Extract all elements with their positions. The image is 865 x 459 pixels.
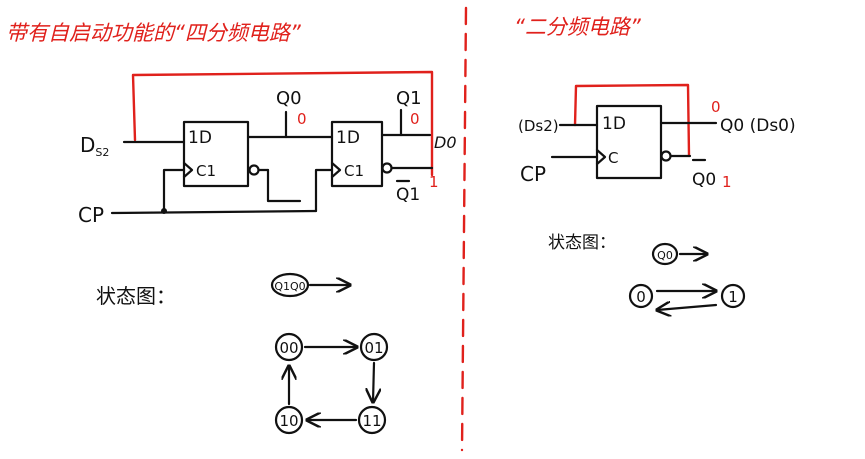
feedback-loop-wire xyxy=(131,70,434,177)
right-feedback-loop-wire xyxy=(573,83,691,157)
svg-text:01: 01 xyxy=(364,339,383,357)
flipflop-right xyxy=(595,104,663,180)
ff1-inverted-output xyxy=(248,164,260,176)
ff2-d-label: 1D xyxy=(336,128,360,148)
transition-01-11 xyxy=(373,361,374,402)
q0-label-right: Q0 (Ds0) xyxy=(720,116,796,136)
svg-text:11: 11 xyxy=(362,412,381,430)
ff-right-clock-triangle xyxy=(595,148,607,166)
cp-junction xyxy=(161,208,167,214)
cp-label-left: CP xyxy=(78,203,104,227)
state-node-11: 11 xyxy=(357,405,387,435)
ff2-clock-triangle xyxy=(330,161,342,179)
ff2-c-label: C1 xyxy=(344,162,364,180)
cp-branch-ff1 xyxy=(162,168,186,213)
q0n-value-right: 1 xyxy=(722,173,732,191)
q0-label: Q0 xyxy=(276,88,302,109)
legend-state-left xyxy=(270,272,310,298)
cp-wire-left xyxy=(110,209,318,215)
ff1-d-label: 1D xyxy=(188,128,212,148)
transition-1-0 xyxy=(657,305,718,310)
ff2-inverted-output xyxy=(381,162,393,174)
ff1-clock-triangle xyxy=(182,161,194,179)
state-node-1: 1 xyxy=(720,283,746,309)
q0-value-right: 0 xyxy=(711,98,721,116)
state-node-0: 0 xyxy=(628,283,654,309)
ff-right-inverted-output xyxy=(660,150,672,162)
state-node-00: 00 xyxy=(274,332,304,362)
q1-label: Q1 xyxy=(396,88,422,109)
ff-right-d-label: 1D xyxy=(602,114,626,134)
q0n-label-right: Q0 xyxy=(692,170,716,190)
right-title: “二分频电路” xyxy=(514,15,642,39)
page-divider xyxy=(460,6,468,452)
q1n-value: 1 xyxy=(429,173,439,191)
ff-right-c-label: C xyxy=(608,149,618,167)
legend-state-text-right: Q0 xyxy=(657,249,673,262)
state-diagram-label-right: 状态图： xyxy=(548,233,616,253)
cross-wire-ff1-to-ff2 xyxy=(266,168,302,203)
q1n-label: Q1 xyxy=(396,185,420,205)
svg-text:1: 1 xyxy=(728,288,738,306)
ds2-label: DS2 xyxy=(80,133,109,159)
d0-output-label: D0 xyxy=(434,133,457,152)
svg-text:10: 10 xyxy=(279,412,298,430)
cp-label-right: CP xyxy=(520,162,546,186)
legend-state-right xyxy=(651,242,679,266)
ff1-c-label: C1 xyxy=(196,162,216,180)
ds2-label-right: (Ds2) xyxy=(518,117,559,135)
legend-state-text-left: Q1Q0 xyxy=(274,280,305,293)
svg-text:0: 0 xyxy=(636,288,646,306)
flipflop-1 xyxy=(182,120,250,188)
state-node-10: 10 xyxy=(274,405,304,435)
q0-value: 0 xyxy=(297,110,307,128)
q1-value: 0 xyxy=(410,110,420,128)
left-title: 带有自启动功能的“四分频电路” xyxy=(6,21,302,45)
state-node-01: 01 xyxy=(359,332,389,362)
state-diagram-label-left: 状态图： xyxy=(96,284,176,308)
cp-branch-ff2 xyxy=(314,168,334,213)
flipflop-2 xyxy=(330,120,384,188)
svg-text:00: 00 xyxy=(279,339,298,357)
